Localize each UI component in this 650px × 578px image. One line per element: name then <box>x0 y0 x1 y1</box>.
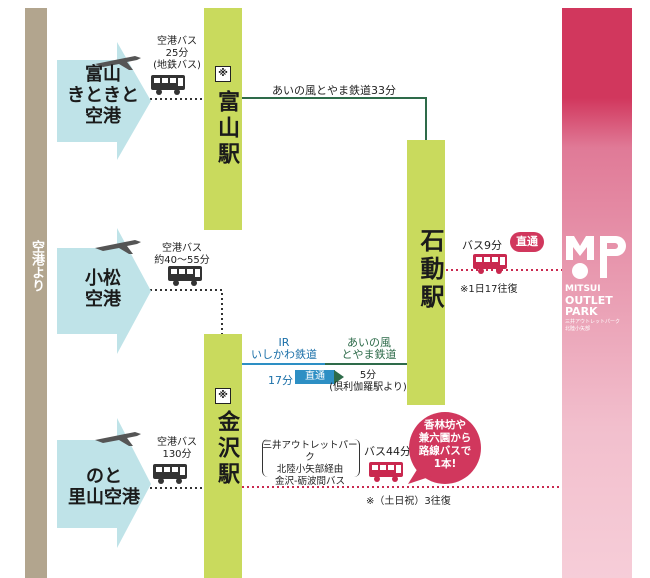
ir-time: 17分 <box>268 374 293 387</box>
ainokaze-time: 5分 <box>359 370 377 381</box>
route-line: 三井アウトレットパーク <box>262 440 358 463</box>
noto-airport-name: のと 里山空港 <box>58 466 150 508</box>
ainokaze-line-toyama <box>242 97 427 140</box>
ainokaze-toyama-label: あいの風とやま鉄道33分 <box>272 84 396 97</box>
airport-name-line: きときと <box>67 85 139 106</box>
speech-bubble-text: 香林坊や 兼六園から 路線バスで 1本! <box>410 419 480 471</box>
bus-icon <box>168 266 202 286</box>
toyama-airport-bus-label: 空港バス 25分 (地鉄バス) <box>146 36 208 72</box>
bus-label-line: 約40～55分 <box>154 255 210 266</box>
toyama-station <box>204 8 242 230</box>
bus-label-line: (地鉄バス) <box>153 60 201 71</box>
ainokaze-kanazawa-label: あいの風 とやま鉄道 <box>333 337 405 361</box>
airport-name-line: 里山空港 <box>68 487 140 508</box>
plane-icon <box>95 240 141 254</box>
ir-line-label-line: いしかわ鉄道 <box>251 348 317 361</box>
bus-label-line: 25分 <box>165 48 189 59</box>
plane-icon <box>95 432 141 446</box>
speech-bubble <box>408 412 481 484</box>
bus-label-line: 空港バス <box>162 243 202 254</box>
bus-icon <box>369 462 403 482</box>
outlet-name-line: PARK <box>565 305 598 318</box>
jr-mark-icon: ※ <box>215 66 231 82</box>
airport-name-line: のと <box>86 466 122 487</box>
ainokaze-time-block: 5分 (倶利伽羅駅より) <box>326 370 410 394</box>
komatsu-airport-name: 小松 空港 <box>62 268 144 310</box>
kanazawa-bus-label: バス44分 <box>364 445 411 458</box>
route-line: 金沢-砺波間バス <box>275 476 345 487</box>
outlet-sub-line: 三井アウトレットパーク <box>565 319 621 325</box>
isurugi-bus-note: ※1日17往復 <box>460 284 518 295</box>
bubble-line: 香林坊や <box>424 419 466 431</box>
isurugi-direct-badge: 直通 <box>510 232 544 252</box>
kanazawa-station <box>204 334 242 578</box>
komatsu-airport-arrow <box>57 228 151 354</box>
bus-icon <box>473 254 507 274</box>
ainokaze-label-line: あいの風 <box>347 336 391 349</box>
arrow-right-icon <box>334 370 344 384</box>
bus-label-line: 空港バス <box>157 36 197 47</box>
kanazawa-station-name: 金沢駅 <box>214 410 239 488</box>
bus-icon <box>151 75 185 95</box>
bus-label-line: 空港バス <box>157 437 197 448</box>
bus-label-line: 130分 <box>162 449 192 460</box>
direct-badge: 直通 <box>295 370 335 384</box>
bubble-line: 1本! <box>433 458 457 470</box>
ir-line-label: IR いしかわ鉄道 <box>246 337 322 361</box>
isurugi-bus-label: バス9分 <box>462 239 502 252</box>
outlet-name: MITSUI OUTLET PARK 三井アウトレットパーク 北陸小矢部 <box>565 284 631 333</box>
jr-mark-icon: ※ <box>215 388 231 404</box>
from-airport-bar <box>25 8 47 578</box>
outlet-name-line: OUTLET <box>565 294 613 307</box>
ir-line-label-line: IR <box>278 336 290 349</box>
outlet-park-bar <box>562 8 632 578</box>
bus-icon <box>153 464 187 484</box>
bubble-line: 路線バスで <box>418 445 472 457</box>
kanazawa-bus-note: ※（土日祝）3往復 <box>366 496 451 507</box>
airport-name-line: 富山 <box>85 64 121 85</box>
outlet-name-line: MITSUI <box>565 284 601 294</box>
ainokaze-note: (倶利伽羅駅より) <box>329 382 407 393</box>
bubble-line: 兼六園から <box>418 432 472 444</box>
airport-name-line: 空港 <box>85 289 121 310</box>
from-airport-label: 空港より <box>29 240 44 292</box>
kanazawa-bus-route: 三井アウトレットパーク 北陸小矢部経由 金沢-砺波間バス <box>262 440 358 488</box>
route-bracket <box>262 439 360 477</box>
toyama-airport-name: 富山 きときと 空港 <box>62 64 144 127</box>
isurugi-station-name: 石動駅 <box>416 228 444 312</box>
komatsu-airport-dotted <box>150 289 223 334</box>
ainokaze-label-line: とやま鉄道 <box>341 348 397 361</box>
komatsu-airport-bus-label: 空港バス 約40～55分 <box>146 243 218 267</box>
toyama-station-name: 富山駅 <box>214 90 239 168</box>
airport-name-line: 小松 <box>85 268 121 289</box>
mop-logo-icon <box>566 236 626 279</box>
route-line: 北陸小矢部経由 <box>276 464 344 475</box>
airport-name-line: 空港 <box>85 106 121 127</box>
toyama-airport-arrow <box>57 42 151 160</box>
noto-airport-arrow <box>57 418 151 548</box>
outlet-sub-line: 北陸小矢部 <box>565 326 591 332</box>
isurugi-station <box>407 140 445 405</box>
plane-icon <box>95 56 141 70</box>
noto-airport-bus-label: 空港バス 130分 <box>146 437 208 461</box>
